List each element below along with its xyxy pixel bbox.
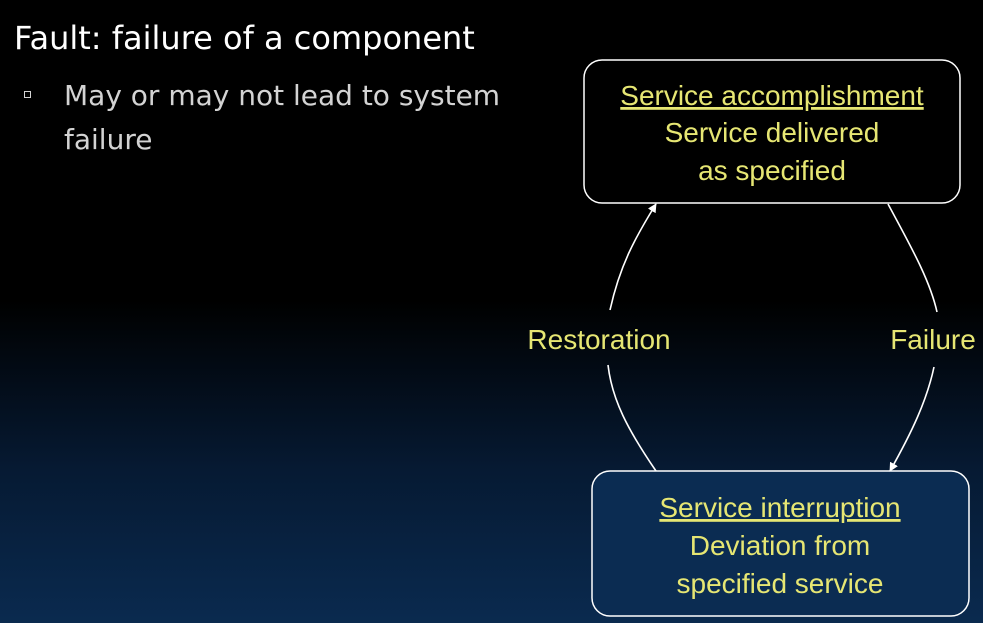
failure-arrow-upper bbox=[887, 203, 938, 313]
failure-arrow-lower bbox=[889, 366, 935, 472]
state-desc-interruption-line2: specified service bbox=[677, 568, 884, 599]
bullet-text: May or may not lead to system failure bbox=[64, 79, 501, 156]
state-box-interruption bbox=[591, 470, 970, 617]
state-desc-accomplishment-line2: as specified bbox=[698, 155, 846, 186]
failure-label: Failure bbox=[890, 324, 976, 355]
restoration-arrow-lower bbox=[607, 364, 657, 472]
restoration-label: Restoration bbox=[527, 324, 670, 355]
state-service-interruption: Service interruption Deviation from spec… bbox=[591, 470, 970, 617]
restoration-arrow-upper bbox=[609, 203, 657, 311]
state-desc-accomplishment-line1: Service delivered bbox=[665, 117, 880, 148]
state-service-accomplishment: Service accomplishment Service delivered… bbox=[583, 59, 961, 204]
slide-title: Fault: failure of a component bbox=[14, 19, 475, 57]
square-bullet-icon bbox=[24, 91, 31, 98]
state-desc-interruption-line1: Deviation from bbox=[690, 530, 871, 561]
bullet-item: May or may not lead to system failure bbox=[22, 74, 562, 162]
state-box-accomplishment bbox=[583, 59, 961, 204]
state-title-accomplishment: Service accomplishment bbox=[620, 80, 924, 111]
bullet-list: May or may not lead to system failure bbox=[22, 74, 562, 162]
state-title-interruption: Service interruption bbox=[659, 492, 900, 523]
